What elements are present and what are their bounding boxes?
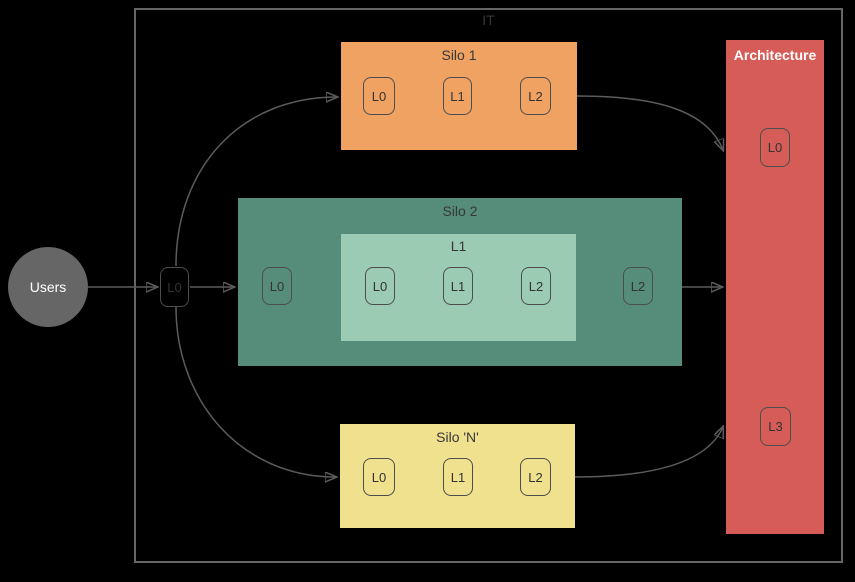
silo1-node-l2[interactable]: L2 — [520, 77, 551, 115]
architecture-title: Architecture — [733, 47, 817, 63]
siloN-node-l1[interactable]: L1 — [443, 458, 473, 496]
siloN-node-l0[interactable]: L0 — [363, 458, 395, 496]
silo1-title: Silo 1 — [441, 47, 477, 63]
it-container-box — [134, 8, 843, 563]
silo1-node-l1[interactable]: L1 — [443, 77, 472, 115]
architecture-node-l0[interactable]: L0 — [760, 128, 790, 167]
architecture-node-l3[interactable]: L3 — [760, 407, 791, 446]
silo1-container[interactable]: Silo 1 — [341, 42, 577, 150]
users-node[interactable]: Users — [8, 247, 88, 327]
gateway-l0-node[interactable]: L0 — [160, 267, 189, 307]
silo2-exit-node-l2[interactable]: L2 — [623, 267, 653, 305]
silo2-inner-node-l2[interactable]: L2 — [521, 267, 551, 305]
architecture-container[interactable]: Architecture — [726, 40, 824, 534]
silo2-inner-node-l1[interactable]: L1 — [443, 267, 473, 305]
silo1-node-l0[interactable]: L0 — [363, 77, 395, 115]
silo2-inner-l1-container[interactable]: L1 — [341, 234, 576, 341]
it-container-label: IT — [482, 12, 495, 28]
siloN-container[interactable]: Silo 'N' — [340, 424, 575, 528]
silo2-inner-node-l0[interactable]: L0 — [365, 267, 395, 305]
silo2-entry-node-l0[interactable]: L0 — [262, 267, 292, 305]
silo2-title: Silo 2 — [442, 203, 478, 219]
siloN-title: Silo 'N' — [436, 429, 479, 445]
siloN-node-l2[interactable]: L2 — [520, 458, 551, 496]
silo2-inner-title: L1 — [450, 238, 467, 254]
